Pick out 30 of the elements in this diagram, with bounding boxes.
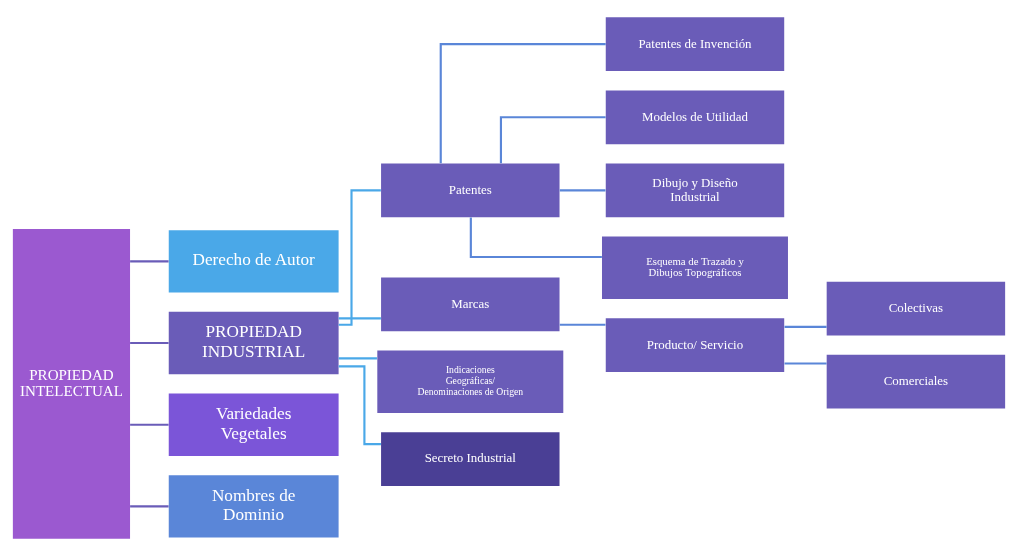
node-box: Derecho de Autor [168, 230, 339, 293]
node-box: PROPIEDAD INTELECTUAL [12, 229, 131, 539]
node-box: Dibujo y Diseño Industrial [605, 163, 785, 218]
node-box: Modelos de Utilidad [605, 90, 785, 145]
connector [559, 189, 606, 192]
connector [130, 423, 169, 426]
node-box: Indicaciones Geográficas/ Denominaciones de Origen [377, 350, 564, 413]
connector [499, 116, 606, 164]
connector [338, 189, 381, 326]
connector [130, 505, 169, 508]
node-box: Nombres de Dominio [168, 475, 339, 538]
connector [469, 217, 602, 259]
connector [439, 43, 606, 164]
node-box: PROPIEDAD INDUSTRIAL [168, 311, 339, 375]
connector [559, 323, 606, 326]
node-box: Producto/ Servicio [605, 318, 785, 373]
connector [784, 325, 827, 328]
connector [338, 317, 381, 320]
connector [338, 357, 377, 360]
node-box: Secreto Industrial [381, 432, 560, 486]
node-box: Comerciales [826, 354, 1006, 409]
node-box: Patentes de Invención [605, 17, 785, 72]
node-box: Marcas [381, 277, 560, 332]
connector [130, 341, 169, 345]
node-box: Variedades Vegetales [168, 393, 339, 456]
node-box: Esquema de Trazado y Dibujos Topográficos [602, 236, 788, 299]
node-box: Patentes [381, 163, 560, 218]
node-box: Colectivas [826, 281, 1006, 336]
connector [130, 260, 169, 263]
connector [784, 362, 827, 365]
